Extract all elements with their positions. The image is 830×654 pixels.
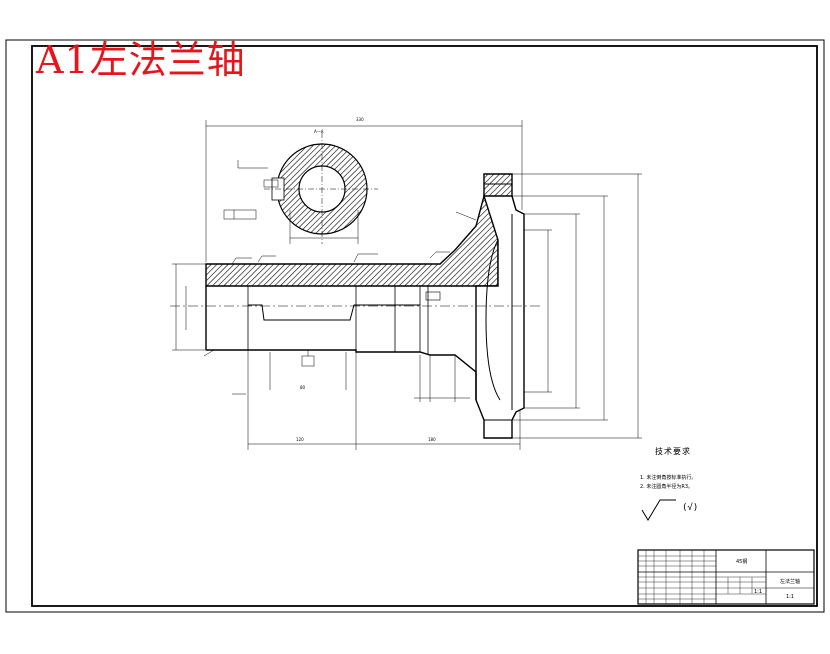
section-label: A—A: [314, 129, 324, 134]
title-block: [637, 549, 815, 605]
dim-len-1: 120: [296, 437, 304, 442]
section-view: [223, 132, 378, 244]
dim-len-2: 180: [428, 437, 436, 442]
main-view: [170, 120, 642, 450]
drawing-title: A1左法兰轴: [36, 38, 246, 82]
outer-border: [5, 39, 825, 613]
title-block-scale: 1:1: [754, 589, 763, 595]
roughness-symbol: [641, 499, 676, 521]
dim-len-3: 80: [300, 385, 306, 390]
title-block-material: 45钢: [736, 559, 748, 565]
title-block-sheet: 1:1: [786, 594, 795, 600]
technical-note-1: 1. 未注倒角按标准执行。: [640, 475, 697, 481]
technical-note-2: 2. 未注圆角半径为R3。: [640, 484, 694, 490]
roughness-note: (√): [682, 503, 699, 513]
title-block-part-name: 左法兰轴: [780, 579, 801, 585]
technical-requirements-heading: 技术要求: [655, 447, 691, 456]
inner-border: [31, 45, 818, 607]
dim-overall-length: 330: [356, 117, 364, 122]
